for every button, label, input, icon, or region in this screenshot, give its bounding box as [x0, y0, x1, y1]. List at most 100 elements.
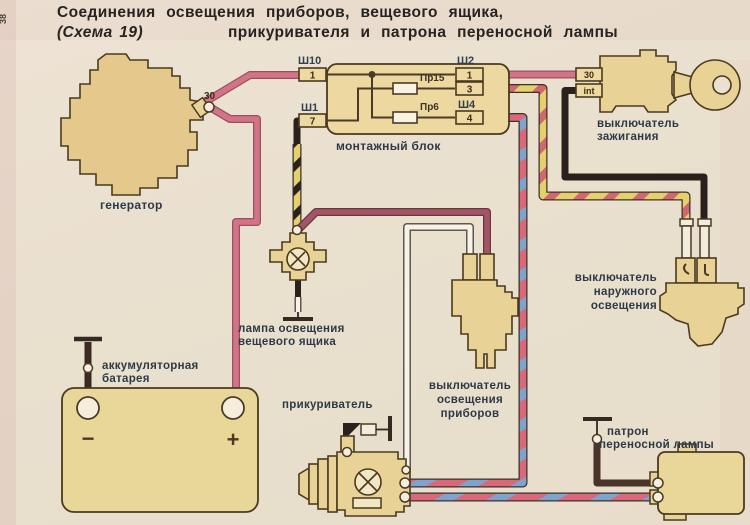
ignition-key-hole: [712, 75, 732, 95]
pin-box-sh10-1: [298, 67, 327, 82]
connector-dot-battery-ground: [82, 362, 94, 374]
connector-label-sh2: Ш2: [457, 55, 474, 67]
socket-label-1: патрон: [607, 426, 649, 438]
battery-minus-sign: −: [82, 426, 95, 451]
internal-line-pin7-to-fuse15: [327, 87, 393, 122]
glovebox-lamp-component: [269, 224, 327, 281]
title-line-2: прикуривателя и патрона переносной лампы: [228, 24, 619, 41]
wire-pink-generator-to-block: [203, 72, 303, 105]
battery-terminal-minus: [76, 396, 100, 420]
ignition-switch-label-2: зажигания: [597, 131, 659, 143]
fuse-15-label: Пр15: [420, 73, 445, 84]
title-scheme-number: (Схема 19): [57, 24, 144, 41]
instrument-light-switch-component: [451, 253, 519, 369]
exterior-light-switch-component: [659, 218, 745, 347]
battery-label-2: батарея: [102, 373, 150, 385]
lighter-collar-2: [327, 455, 338, 513]
fuse-6-label: Пр6: [420, 102, 439, 113]
lighter-ground-connector: [360, 423, 377, 436]
lighter-collar-1: [317, 458, 329, 510]
ignition-switch-component: 30 int: [575, 49, 741, 113]
ignition-terminal-int-label: int: [584, 86, 595, 96]
ignition-terminal-30-box: [575, 67, 603, 82]
generator-label: генератор: [100, 198, 163, 212]
pin-number-sh2-1: 1: [467, 71, 473, 82]
exterior-switch-contact-mark-left: [683, 263, 690, 275]
junction-dot-generator: [203, 101, 215, 113]
instrument-switch-label-3: приборов: [440, 408, 500, 420]
connector-label-sh4: Ш4: [458, 99, 476, 111]
socket-terminal-bottom: [652, 491, 664, 503]
wire-pink-to-battery-outline: [205, 102, 261, 403]
ignition-switch-body: [599, 49, 678, 113]
socket-terminal-top: [652, 477, 664, 489]
battery-component: − +: [61, 387, 259, 513]
junction-dot-glovebox-lamp: [291, 224, 303, 236]
pin-number-sh10-1: 1: [310, 71, 316, 82]
connector-label-sh1: Ш1: [301, 102, 318, 114]
internal-junction-dot: [368, 71, 376, 78]
exterior-switch-label-1: выключатель: [574, 272, 657, 284]
exterior-switch-connector-right: [696, 257, 717, 284]
lighter-knob-tip: [298, 466, 310, 502]
mounting-block-label: монтажный блок: [336, 139, 441, 153]
wire-socket-ground: [593, 441, 658, 487]
generator-terminal-30-label: 30: [204, 91, 216, 102]
lighter-element: [352, 497, 382, 509]
instrument-switch-prong-right: [479, 253, 495, 281]
pin-number-sh2-3: 3: [467, 85, 473, 96]
ignition-terminal-30-label: 30: [584, 70, 594, 80]
pin-box-sh2-3: [455, 81, 484, 96]
title-line-1: Соединения освещения приборов, вещевого …: [57, 4, 504, 21]
pin-box-sh1-7: [298, 113, 327, 128]
lighter-knob: [308, 463, 319, 505]
instrument-switch-label-1: выключатель: [428, 380, 512, 392]
exterior-switch-pin-cap-left: [679, 218, 694, 227]
wire-maroon-lamp-to-instrument-switch: [296, 209, 490, 256]
pin-box-sh2-1: [455, 67, 484, 82]
exterior-switch-label-3: освещения: [590, 300, 657, 312]
wire-pink-generator-to-block-outline: [202, 71, 303, 106]
exterior-switch-pin-right: [699, 225, 710, 259]
battery-label-1: аккумуляторная: [102, 360, 199, 372]
exterior-switch-pin-cap-right: [697, 218, 712, 227]
wire-pink-to-battery: [206, 103, 260, 403]
wire-black-ignition-to-exterior-switch: [561, 87, 708, 222]
pin-box-sh4-4: [455, 110, 484, 125]
socket-body: [657, 451, 745, 515]
wire-white-outline: [403, 223, 474, 470]
lighter-bulb-x: [358, 472, 378, 492]
wire-white-switch-to-lighter: [404, 224, 473, 470]
portable-lamp-socket-component: [649, 443, 745, 521]
lighter-label: прикуриватель: [282, 399, 373, 411]
ignition-switch-label-1: выключатель: [597, 118, 680, 130]
connector-label-sh10: Ш10: [298, 55, 321, 67]
pin-number-sh4-4: 4: [467, 114, 473, 125]
mounting-block-component: Пр15 Пр6 1 7 1 3 4 Ш10 Ш1 Ш2 Ш4: [298, 55, 510, 135]
exterior-switch-label-2: наружного: [593, 286, 657, 298]
lighter-component: [298, 435, 411, 517]
wire-yellow-red-block-to-exterior-switch: [480, 85, 690, 222]
fuse-6-symbol: [392, 111, 418, 124]
instrument-switch-body: [451, 279, 519, 369]
mounting-block-internal-circuit: [327, 73, 455, 122]
instrument-switch-label-2: освещения: [436, 394, 504, 406]
exterior-switch-body: [659, 282, 745, 347]
ignition-terminal-int-box: [575, 83, 603, 98]
battery-plus-sign: +: [227, 427, 240, 452]
glovebox-lamp-label-2: вещевого ящика: [238, 336, 337, 348]
lighter-terminal-feed: [399, 477, 411, 489]
lighter-terminal-top: [341, 446, 353, 458]
lighter-terminal-out: [399, 491, 411, 503]
exterior-switch-pin-left: [681, 225, 692, 259]
battery-body: [61, 387, 259, 513]
generator-body: [60, 53, 204, 196]
exterior-switch-contact-mark-right: [704, 264, 710, 276]
pin-number-sh1-7: 7: [310, 117, 316, 128]
glovebox-lamp-bulb-x: [290, 251, 306, 267]
fuse-15-symbol: [392, 82, 418, 95]
lighter-terminal-white-wire: [401, 465, 411, 475]
socket-label-2: переносной лампы: [599, 439, 714, 451]
